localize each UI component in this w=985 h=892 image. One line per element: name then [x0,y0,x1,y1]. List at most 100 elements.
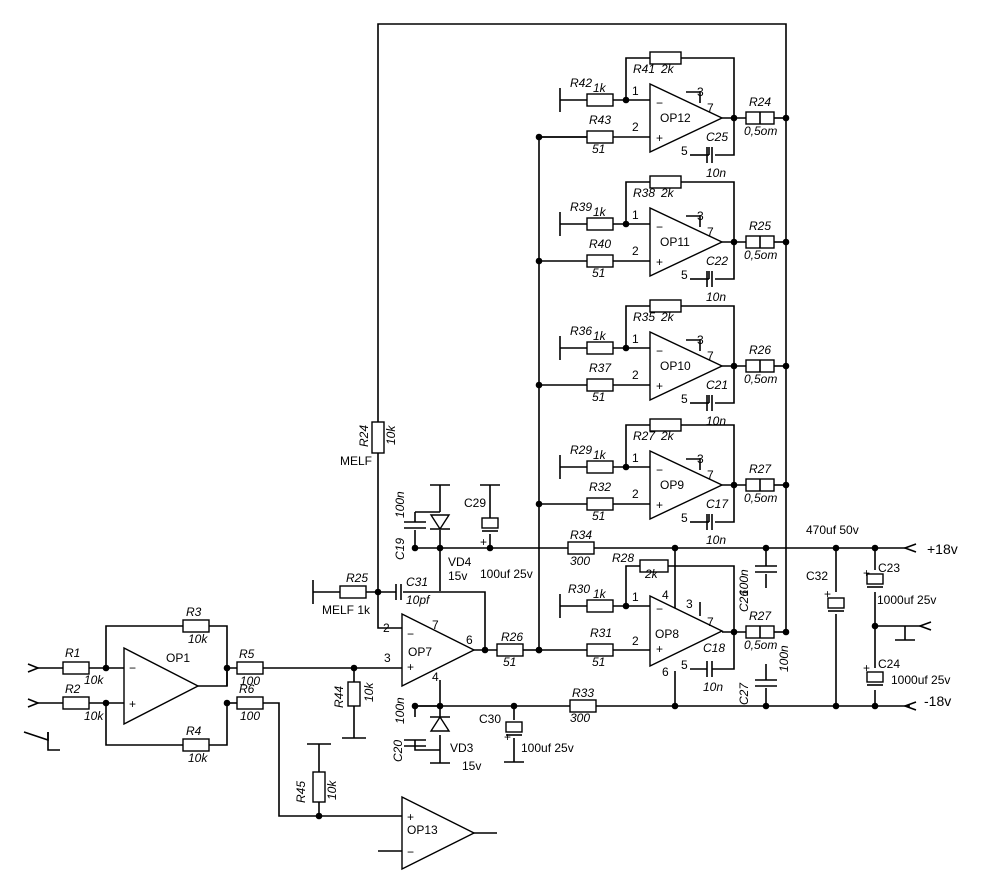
minus-sign: − [129,661,136,675]
resistor-label: R26 [749,343,771,357]
pin-number: 7 [707,101,714,115]
resistor [586,130,614,144]
resistor-value: 51 [592,655,605,669]
minus-sign: − [656,96,663,110]
resistor [236,696,264,710]
resistor-label: R27 [633,429,656,443]
resistor [312,771,326,803]
wire [414,705,440,717]
wire [625,565,640,606]
junction-dot [223,699,231,707]
junction-dot [730,114,738,122]
minus-sign: − [656,344,663,358]
junction-dot [730,628,738,636]
opamp-label: OP7 [408,645,432,659]
capacitor-label: C21 [706,378,728,392]
minus-sign: − [656,463,663,477]
resistor-label: R27 [749,462,772,476]
junction-dot [510,702,518,710]
pin-number: 3 [686,597,693,611]
pin-number: 7 [707,349,714,363]
resistor [586,254,614,268]
capacitor-label: C29 [464,496,486,510]
resistor-value: 1k [593,587,607,601]
input-arrow [27,698,41,708]
junction-dot [102,699,110,707]
plus-sign: + [407,660,414,674]
pin-number: 5 [681,511,688,525]
supply-label-neg: -18v [924,693,951,709]
capacitor-value: 1000uf 25v [877,593,936,607]
wire [263,702,402,817]
junction-dot [730,362,738,370]
resistor-value: 1k [593,448,607,462]
resistor [62,696,90,710]
junction-dot [871,622,879,630]
resistor [586,599,614,613]
pin-number: 3 [697,333,704,347]
wire [686,215,701,227]
wire [209,703,228,746]
capacitor-label: C20 [391,740,405,762]
wire [625,181,650,224]
junction-dot [782,362,790,370]
electrolytic-capacitor [827,597,845,609]
junction-dot [730,238,738,246]
pin-number: 4 [432,670,439,684]
wire [681,57,735,118]
resistor-value: 51 [503,655,516,669]
pin-number: 7 [707,225,714,239]
wire [625,305,650,348]
resistor-label: R1 [65,646,80,660]
opamp-triangle [401,612,476,688]
resistor-label: R29 [570,443,592,457]
capacitor-label: C22 [706,254,728,268]
resistor-value: 0,5om [744,248,777,262]
resistor-label: R33 [572,686,594,700]
resistor [649,175,682,189]
diode-label: VD3 [450,741,474,755]
wire [686,458,701,470]
resistor [62,661,90,675]
pin-number: 2 [632,487,639,501]
resistor-label: R32 [589,480,611,494]
opamp-label: OP1 [166,651,190,665]
pin-number: 1 [632,208,639,222]
wire [681,424,735,485]
junction-dot [436,702,444,710]
wire [403,591,486,650]
junction-dot [436,544,444,552]
capacitor-value: 100n [393,491,407,518]
capacitor-value: 470uf 50v [806,523,859,537]
minus-sign: − [407,845,414,859]
junction-dot [411,702,419,710]
resistor [586,378,614,392]
resistor-label: R35 [633,310,655,324]
wire [105,625,183,668]
capacitor-label: C19 [393,538,407,560]
diode-body [429,715,451,732]
wires [38,23,922,852]
junction-dot [622,220,630,228]
capacitor-label: C25 [706,130,728,144]
resistor-value: 100 [240,709,260,723]
pin-number: 2 [632,368,639,382]
capacitor-label: C31 [406,575,428,589]
pin-number: 1 [632,451,639,465]
resistor-label: R42 [570,76,592,90]
capacitor-value: 100uf 25v [521,741,574,755]
junction-dot [535,257,543,265]
resistor [496,643,524,657]
wire [625,424,650,467]
capacitor-value: 10n [706,166,726,180]
capacitor-value: 1000uf 25v [891,673,950,687]
diode-value: 15v [462,759,481,773]
opamp-label: OP11 [660,235,690,249]
junction-dot [411,544,419,552]
pin-number: 5 [681,658,688,672]
pin-number: 1 [632,590,639,604]
plus-sign: + [656,131,663,145]
resistor-value: 51 [592,266,605,280]
